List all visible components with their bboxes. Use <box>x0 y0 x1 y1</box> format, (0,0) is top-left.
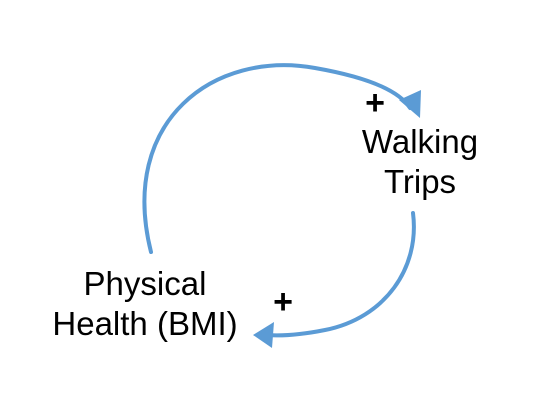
polarity-plus-top: + <box>365 84 385 122</box>
node-walking-trips-line2: Trips <box>383 163 457 200</box>
arrowhead-health-to-walking <box>399 90 421 118</box>
node-physical-health-line1: Physical <box>83 265 207 302</box>
link-health-to-walking <box>142 63 412 254</box>
arrowhead-walking-to-health <box>253 322 274 348</box>
node-physical-health: Physical Health (BMI) <box>30 264 260 344</box>
node-walking-trips: Walking Trips <box>345 122 495 202</box>
node-physical-health-line2: Health (BMI) <box>52 305 238 342</box>
link-walking-to-health <box>264 211 416 338</box>
polarity-plus-bottom: + <box>273 283 293 321</box>
node-walking-trips-line1: Walking <box>361 123 479 160</box>
